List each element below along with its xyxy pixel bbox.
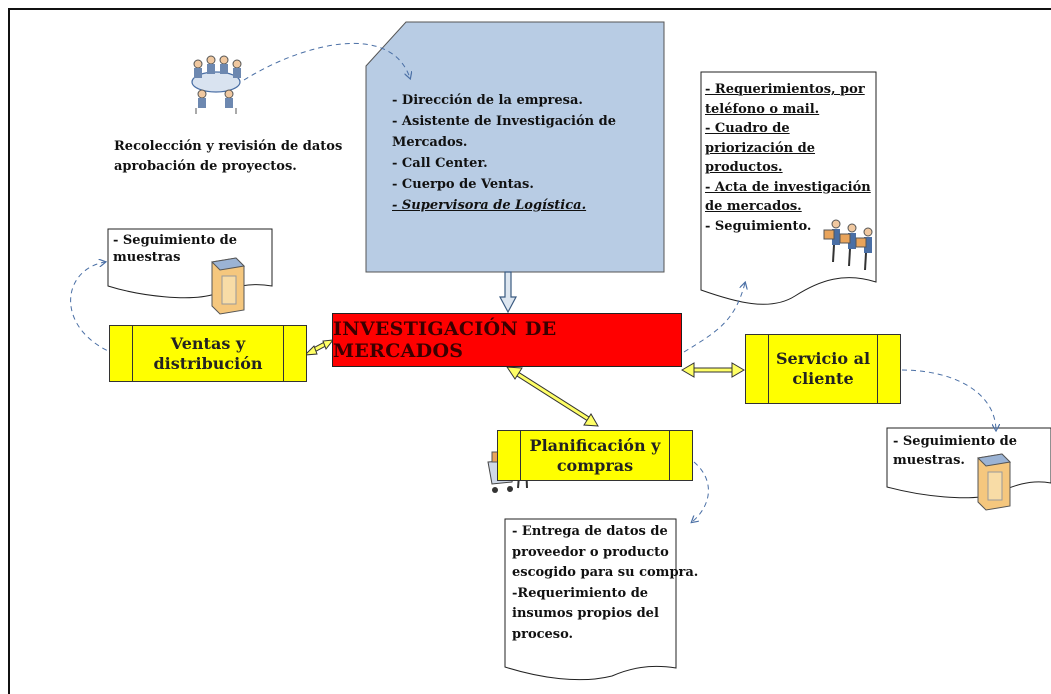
participants-card	[365, 21, 665, 273]
doc-line: - Acta de investigación	[705, 179, 871, 195]
ventas-center-arrow	[303, 339, 335, 356]
doc-line: productos.	[705, 160, 783, 175]
participants-list: - Dirección de la empresa. - Asistente d…	[392, 90, 616, 216]
doc-line: escogido para su compra.	[512, 565, 699, 580]
caption-line: Recolección y revisión de datos	[114, 139, 343, 154]
doc-line: - Seguimiento de	[893, 434, 1018, 449]
servicio-to-doc-connector	[901, 369, 996, 430]
planificacion-center-arrow	[506, 366, 599, 427]
card-to-center-arrow	[499, 271, 517, 314]
doc-line: muestras	[113, 250, 181, 265]
doc-line: - Requerimientos, por	[705, 82, 865, 97]
server-icon-right	[976, 453, 1012, 511]
doc-line: muestras.	[893, 453, 965, 468]
people-with-boxes-icon	[823, 219, 873, 271]
diagram-frame	[8, 8, 1051, 694]
bottom-document-text: - Entrega de datos de proveedor o produc…	[512, 522, 698, 645]
right-document-text: - Requerimientos, por teléfono o mail. -…	[705, 80, 871, 236]
right-small-document-text: - Seguimiento de muestras.	[893, 432, 1017, 470]
center-to-rightdoc-connector	[683, 283, 745, 353]
process-label: Servicio al cliente	[776, 349, 870, 389]
doc-line: - Cuadro de	[705, 121, 790, 136]
process-servicio: Servicio al cliente	[745, 334, 901, 404]
central-process: INVESTIGACIÓN DE MERCADOS	[332, 313, 682, 367]
server-icon	[210, 257, 246, 315]
process-label-line: distribución	[153, 353, 263, 373]
meeting-caption: Recolección y revisión de datos aprobaci…	[114, 137, 342, 177]
doc-line: - Seguimiento.	[705, 218, 812, 234]
process-label-line: Servicio al	[775, 349, 871, 368]
participant-item: - Cuerpo de Ventas.	[392, 177, 534, 192]
doc-line: priorización de	[705, 140, 816, 156]
doc-line: teléfono o mail.	[705, 101, 820, 117]
process-label: Planificación y compras	[530, 436, 661, 476]
meeting-to-card-connector	[243, 43, 410, 81]
doc-line: - Seguimiento de	[113, 233, 238, 248]
planificacion-to-doc-connector	[692, 461, 709, 522]
process-label-line: cliente	[792, 369, 854, 388]
central-process-label: INVESTIGACIÓN DE MERCADOS	[333, 318, 557, 362]
caption-line: aprobación de proyectos.	[114, 159, 297, 174]
doc-line: -Requerimiento de	[512, 585, 649, 601]
doc-line: proceso.	[512, 626, 574, 642]
doc-line: proveedor o producto	[512, 544, 669, 560]
process-label-line: Ventas y	[170, 333, 246, 353]
servicio-center-arrow	[681, 362, 745, 378]
process-planificacion: Planificación y compras	[497, 430, 693, 481]
ventas-to-doc-connector	[70, 262, 116, 355]
doc-line: de mercados.	[705, 199, 802, 214]
participant-item: - Asistente de Investigación de	[392, 114, 616, 129]
process-label: Ventas y distribución	[153, 334, 262, 374]
process-label-line: Planificación y	[529, 435, 661, 455]
right-document-shape	[700, 71, 877, 305]
doc-line: insumos propios del	[512, 606, 659, 621]
participant-item: - Call Center.	[392, 156, 488, 171]
participant-item: - Supervisora de Logística.	[392, 198, 587, 213]
meeting-icon	[191, 55, 242, 114]
participant-item: - Dirección de la empresa.	[392, 93, 583, 108]
doc-line: - Entrega de datos de	[512, 524, 668, 539]
process-label-line: compras	[556, 455, 634, 475]
process-ventas: Ventas y distribución	[109, 325, 307, 382]
participant-item: Mercados.	[392, 135, 468, 150]
left-document-text: - Seguimiento de muestras	[113, 232, 237, 266]
bottom-document-shape	[504, 518, 677, 681]
